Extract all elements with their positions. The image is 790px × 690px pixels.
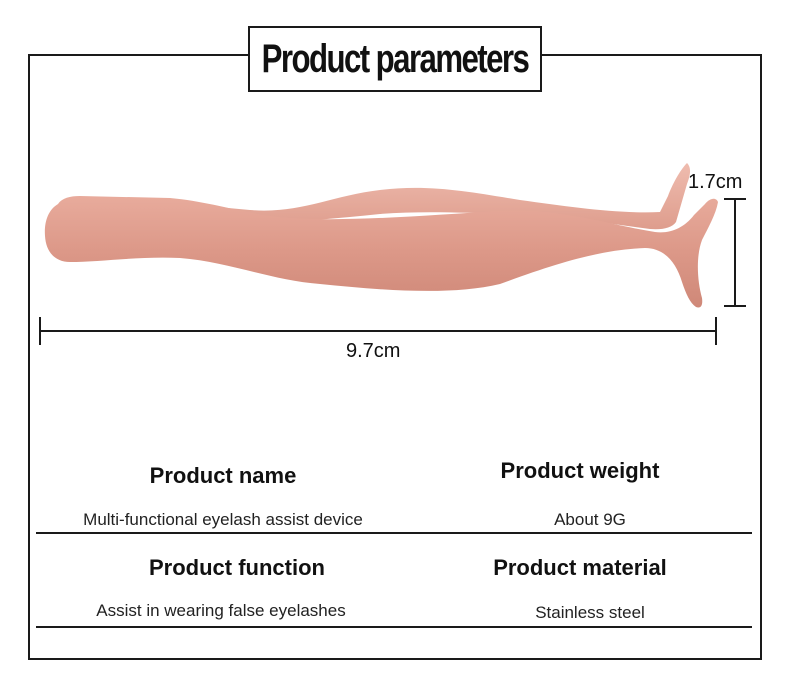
spec-value-function: Assist in wearing false eyelashes xyxy=(96,601,346,620)
spec-label-name: Product name xyxy=(149,463,297,488)
height-dimension-line xyxy=(724,198,746,307)
spec-value-material: Stainless steel xyxy=(535,603,645,622)
row-divider xyxy=(36,626,752,628)
page-title: Product parameters xyxy=(261,36,530,81)
spec-value-weight: About 9G xyxy=(554,510,626,529)
row-divider xyxy=(36,532,752,534)
spec-label-function: Product function xyxy=(149,555,325,580)
spec-value-name: Multi-functional eyelash assist device xyxy=(83,510,363,529)
height-label: 1.7cm xyxy=(688,171,743,193)
spec-label-weight: Product weight xyxy=(500,458,660,483)
width-dimension-line xyxy=(39,317,717,345)
tweezer-product-image xyxy=(39,163,746,345)
tweezer-front-arm xyxy=(44,196,718,308)
spec-label-material: Product material xyxy=(493,555,667,580)
width-label: 9.7cm xyxy=(346,340,401,362)
title-box: Product parameters xyxy=(248,26,542,92)
